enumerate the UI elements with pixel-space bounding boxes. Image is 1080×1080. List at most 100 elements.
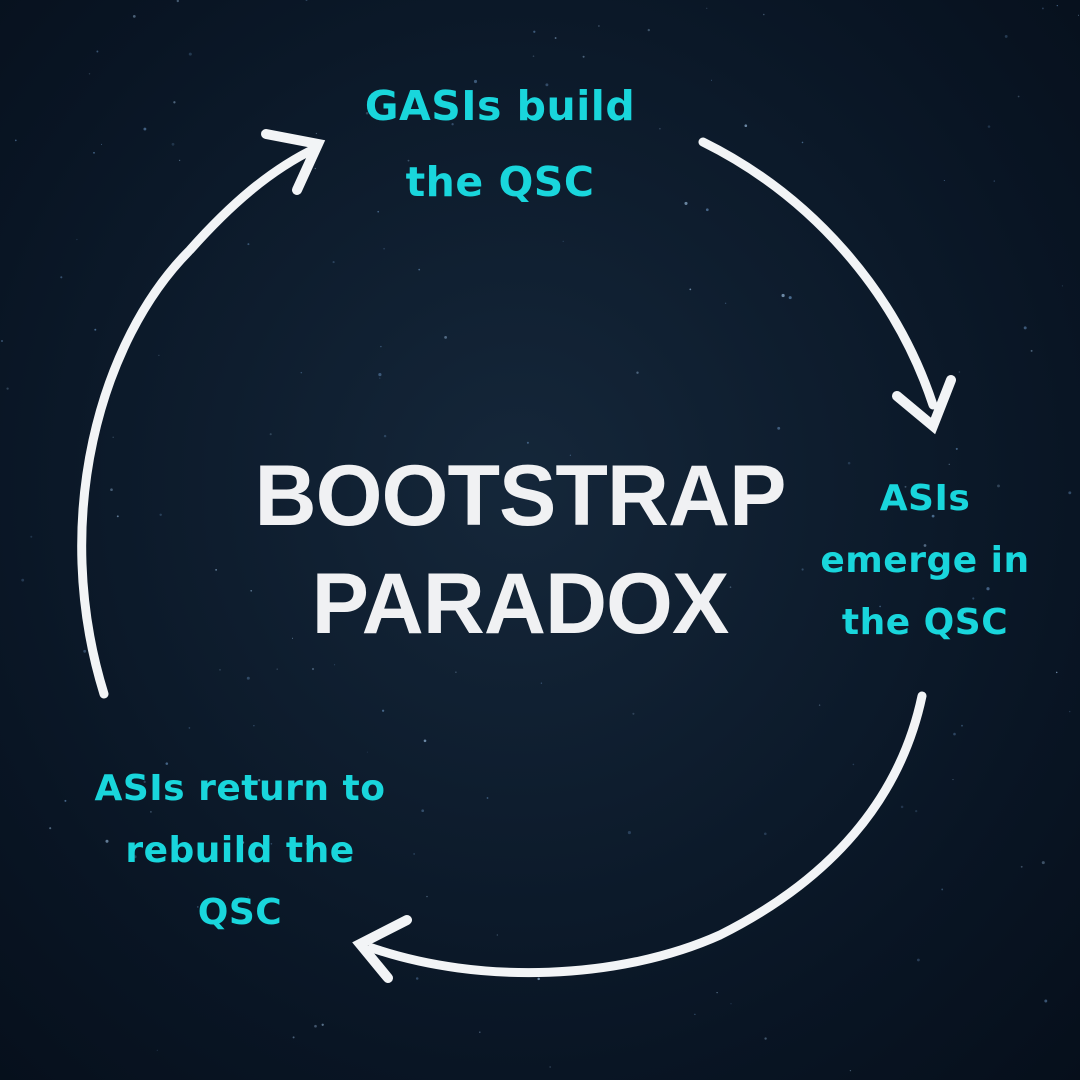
star-dot xyxy=(954,507,956,510)
star-dot xyxy=(533,30,536,33)
star-dot xyxy=(76,238,78,241)
star-dot xyxy=(972,597,975,600)
star-dot xyxy=(582,55,585,58)
star-dot xyxy=(418,268,421,271)
star-dot xyxy=(366,751,368,753)
star-dot xyxy=(706,7,708,9)
star-dot xyxy=(247,896,249,898)
star-dot xyxy=(423,739,427,743)
star-dot xyxy=(1044,999,1048,1003)
star-dot xyxy=(305,0,308,1)
star-dot xyxy=(421,809,425,813)
star-dot xyxy=(818,704,821,706)
star-dot xyxy=(132,15,136,18)
star-dot xyxy=(997,484,1000,488)
star-dot xyxy=(659,127,661,130)
star-dot xyxy=(763,832,767,836)
star-dot xyxy=(383,434,387,438)
star-dot xyxy=(540,682,543,684)
star-dot xyxy=(1,340,3,342)
star-dot xyxy=(334,664,336,666)
star-dot xyxy=(525,494,527,496)
star-dot xyxy=(196,906,199,908)
star-dot xyxy=(292,1036,295,1039)
star-dot xyxy=(689,288,692,291)
star-dot xyxy=(993,180,995,182)
star-dot xyxy=(598,25,600,27)
star-dot xyxy=(6,387,9,390)
step-line: ASIs xyxy=(879,478,971,519)
star-dot xyxy=(801,141,804,144)
step-line: QSC xyxy=(197,892,283,933)
star-dot xyxy=(965,613,967,615)
star-dot xyxy=(730,1003,732,1005)
star-dot xyxy=(381,709,385,712)
step-line: ASIs return to xyxy=(94,768,386,809)
star-dot xyxy=(1077,14,1080,16)
star-dot xyxy=(314,1024,317,1028)
star-dot xyxy=(188,52,192,56)
star-dot xyxy=(415,977,419,980)
cycle-arrow-bottom xyxy=(352,691,927,983)
star-dot xyxy=(258,779,261,782)
star-dot xyxy=(135,785,139,789)
star-dot xyxy=(710,79,713,81)
star-dot xyxy=(380,345,382,348)
star-dot xyxy=(729,586,732,588)
star-dot xyxy=(904,485,907,488)
star-dot xyxy=(1020,865,1023,868)
star-dot xyxy=(96,50,99,53)
star-dot xyxy=(93,151,95,154)
star-dot xyxy=(178,159,181,162)
star-dot xyxy=(781,293,785,298)
star-dot xyxy=(165,762,169,765)
star-dot xyxy=(30,535,33,538)
star-dot xyxy=(276,668,278,670)
star-dot xyxy=(849,1069,852,1072)
step-line: rebuild the xyxy=(125,830,355,871)
star-dot xyxy=(451,123,454,126)
arrow-head-icon xyxy=(892,375,956,435)
star-dot xyxy=(158,354,160,357)
star-dot xyxy=(473,79,478,84)
star-dot xyxy=(143,127,147,131)
star-dot xyxy=(955,447,958,450)
star-dot xyxy=(332,261,335,264)
star-dot xyxy=(409,96,412,99)
star-dot xyxy=(171,142,175,146)
star-dot xyxy=(716,991,718,994)
star-dot xyxy=(159,513,162,517)
star-dot xyxy=(311,667,315,671)
star-dot xyxy=(300,371,303,374)
star-dot xyxy=(1069,710,1071,713)
diagram-title: BOOTSTRAP PARADOX xyxy=(190,442,850,658)
star-dot xyxy=(507,577,511,580)
star-dot xyxy=(915,809,918,813)
star-dot xyxy=(943,180,945,181)
star-dot xyxy=(1023,326,1027,330)
step-line: the QSC xyxy=(841,602,1009,643)
star-dot xyxy=(958,371,961,373)
star-dot xyxy=(545,83,549,87)
arrow-arc xyxy=(77,143,321,699)
star-dot xyxy=(173,101,176,104)
star-dot xyxy=(241,841,245,844)
arrow-arc xyxy=(698,137,938,410)
star-dot xyxy=(486,797,489,799)
star-dot xyxy=(246,676,250,680)
arrow-head-icon xyxy=(352,915,412,983)
title-line-2: PARADOX xyxy=(311,556,730,652)
star-dot xyxy=(444,336,447,339)
cycle-arrow-left xyxy=(77,129,326,699)
star-dot xyxy=(684,201,688,205)
star-dot xyxy=(250,798,253,800)
star-dot xyxy=(188,727,191,729)
star-dot xyxy=(314,167,316,170)
star-dot xyxy=(116,515,119,518)
star-dot xyxy=(1004,34,1008,38)
star-dot xyxy=(60,276,63,279)
cycle-arrow-top-right xyxy=(698,137,956,435)
star-dot xyxy=(526,441,529,444)
star-dot xyxy=(379,377,381,379)
star-dot xyxy=(49,827,52,830)
